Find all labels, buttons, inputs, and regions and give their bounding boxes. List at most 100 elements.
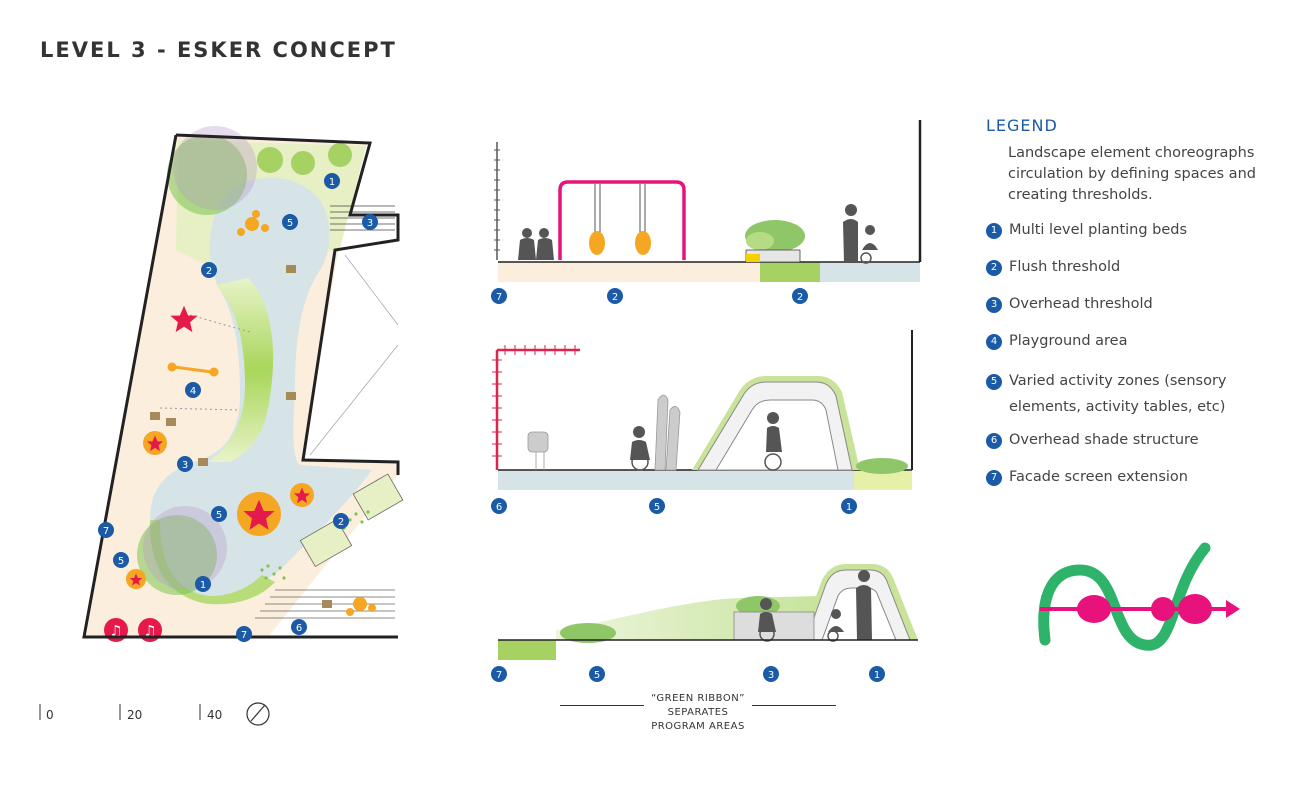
section-marker: 1	[841, 498, 857, 514]
person-silhouette-icon	[630, 426, 650, 471]
svg-text:2: 2	[206, 266, 212, 277]
plan-overhead-threshold	[330, 205, 395, 231]
legend: LEGEND Landscape element choreographs ci…	[986, 116, 1286, 488]
section-top: 7 2 2	[491, 120, 922, 304]
ribbon-caption-line: SEPARATES	[667, 707, 729, 718]
svg-text:5: 5	[287, 218, 293, 229]
plan-view-line	[344, 254, 399, 326]
legend-number-badge: 5	[986, 374, 1002, 390]
planter-icon	[560, 623, 616, 643]
legend-item-label: Multi level planting beds	[1009, 222, 1188, 238]
person-silhouette-icon	[518, 228, 554, 260]
legend-number-badge: 6	[986, 433, 1002, 449]
legend-number-badge: 1	[986, 223, 1002, 239]
plan-marker: 2	[201, 262, 217, 278]
legend-item: 3 Overhead threshold	[986, 294, 1286, 315]
legend-item-label: Playground area	[1009, 333, 1128, 349]
legend-item: 1 Multi level planting beds	[986, 220, 1286, 241]
legend-item: 4 Playground area	[986, 331, 1286, 352]
legend-item-label: Overhead shade structure	[1009, 432, 1199, 448]
legend-description: Landscape element choreographs circulati…	[1008, 145, 1256, 203]
plan-marker: 2	[333, 513, 349, 529]
plan-star-icon	[293, 487, 311, 504]
plan-building-outline	[82, 134, 398, 639]
svg-text:5: 5	[654, 502, 660, 513]
plan-marker: 6	[291, 619, 307, 635]
swing-set-icon	[558, 180, 686, 260]
plan-table-icon	[237, 210, 376, 616]
person-silhouette-icon	[758, 570, 872, 642]
plan-tree	[137, 515, 217, 595]
svg-text:3: 3	[768, 670, 774, 681]
plan-star-icon	[243, 499, 275, 530]
svg-text:7: 7	[103, 526, 109, 537]
scale-bar	[39, 704, 201, 720]
plan-view-line	[309, 344, 399, 456]
svg-text:5: 5	[216, 510, 222, 521]
planter-icon	[745, 220, 805, 263]
plan-tree	[143, 506, 227, 590]
section-marker: 5	[589, 666, 605, 682]
svg-text:7: 7	[241, 630, 247, 641]
plan-marker: 5	[211, 506, 227, 522]
plan-planter	[352, 473, 404, 521]
section-marker: 2	[792, 288, 808, 304]
svg-text:2: 2	[612, 292, 618, 303]
section-marker: 6	[491, 498, 507, 514]
plan-seesaw-icon	[167, 362, 219, 377]
svg-text:4: 4	[190, 386, 196, 397]
svg-text:5: 5	[594, 670, 600, 681]
svg-text:7: 7	[496, 292, 502, 303]
plan-shrub	[328, 143, 352, 167]
plan-marker: 3	[362, 214, 378, 230]
svg-text:1: 1	[329, 177, 335, 188]
section-marker: 7	[491, 288, 507, 304]
legend-item: 2 Flush threshold	[986, 257, 1286, 278]
section-top-ground-green	[760, 262, 820, 282]
scale-label: 20	[127, 708, 143, 722]
legend-number-badge: 2	[986, 260, 1002, 276]
plan-star-icon	[170, 305, 198, 333]
sensory-element-icon	[527, 394, 681, 471]
legend-item: 5 Varied activity zones (sensory element…	[986, 368, 1286, 420]
section-marker: 1	[869, 666, 885, 682]
legend-item-label: Facade screen extension	[1009, 469, 1188, 485]
svg-text:7: 7	[496, 670, 502, 681]
ribbon-caption-line: “GREEN RIBBON”	[651, 693, 745, 704]
green-hill-arch	[800, 564, 918, 641]
scale-label: 0	[46, 708, 54, 722]
plan-building-outline	[175, 133, 400, 475]
plan-marker: 3	[177, 456, 193, 472]
plan-marker: 7	[98, 522, 114, 538]
legend-item: 7 Facade screen extension	[986, 467, 1286, 488]
scale-label: 40	[207, 708, 223, 722]
plan-star-icon	[129, 573, 143, 586]
svg-text:6: 6	[496, 502, 502, 513]
section-marker: 5	[649, 498, 665, 514]
plan-play-edge	[159, 314, 251, 411]
person-silhouette-icon	[764, 412, 782, 471]
plan-star-icon	[146, 435, 164, 452]
ribbon-caption: “GREEN RIBBON” SEPARATES PROGRAM AREAS	[560, 692, 836, 734]
section-marker: 7	[491, 666, 507, 682]
section-bottom: 7 5 3 1	[491, 564, 918, 682]
planter-icon	[856, 458, 908, 474]
section-marker: 3	[763, 666, 779, 682]
plan-markers: 1 5 3 2 4 3 5 2 7 5 1 7 6	[98, 173, 378, 642]
ribbon-caption-line: PROGRAM AREAS	[651, 721, 745, 732]
plan-tree	[173, 126, 257, 210]
concept-ribbon-symbol	[1038, 542, 1240, 651]
svg-text:1: 1	[200, 580, 206, 591]
plan-tree	[167, 135, 247, 215]
section-bottom-ground-green	[498, 640, 556, 660]
north-arrow-icon	[246, 702, 270, 726]
plan-marker: 1	[324, 173, 340, 189]
section-middle: 6 5 1	[491, 330, 913, 514]
shade-structure-icon	[492, 345, 580, 470]
section-middle-markers: 6 5 1	[491, 498, 857, 514]
svg-text:6: 6	[296, 623, 302, 634]
plan-green-ribbon	[208, 278, 274, 462]
arrow-left-icon	[560, 705, 644, 706]
plan-shrub	[257, 147, 283, 173]
